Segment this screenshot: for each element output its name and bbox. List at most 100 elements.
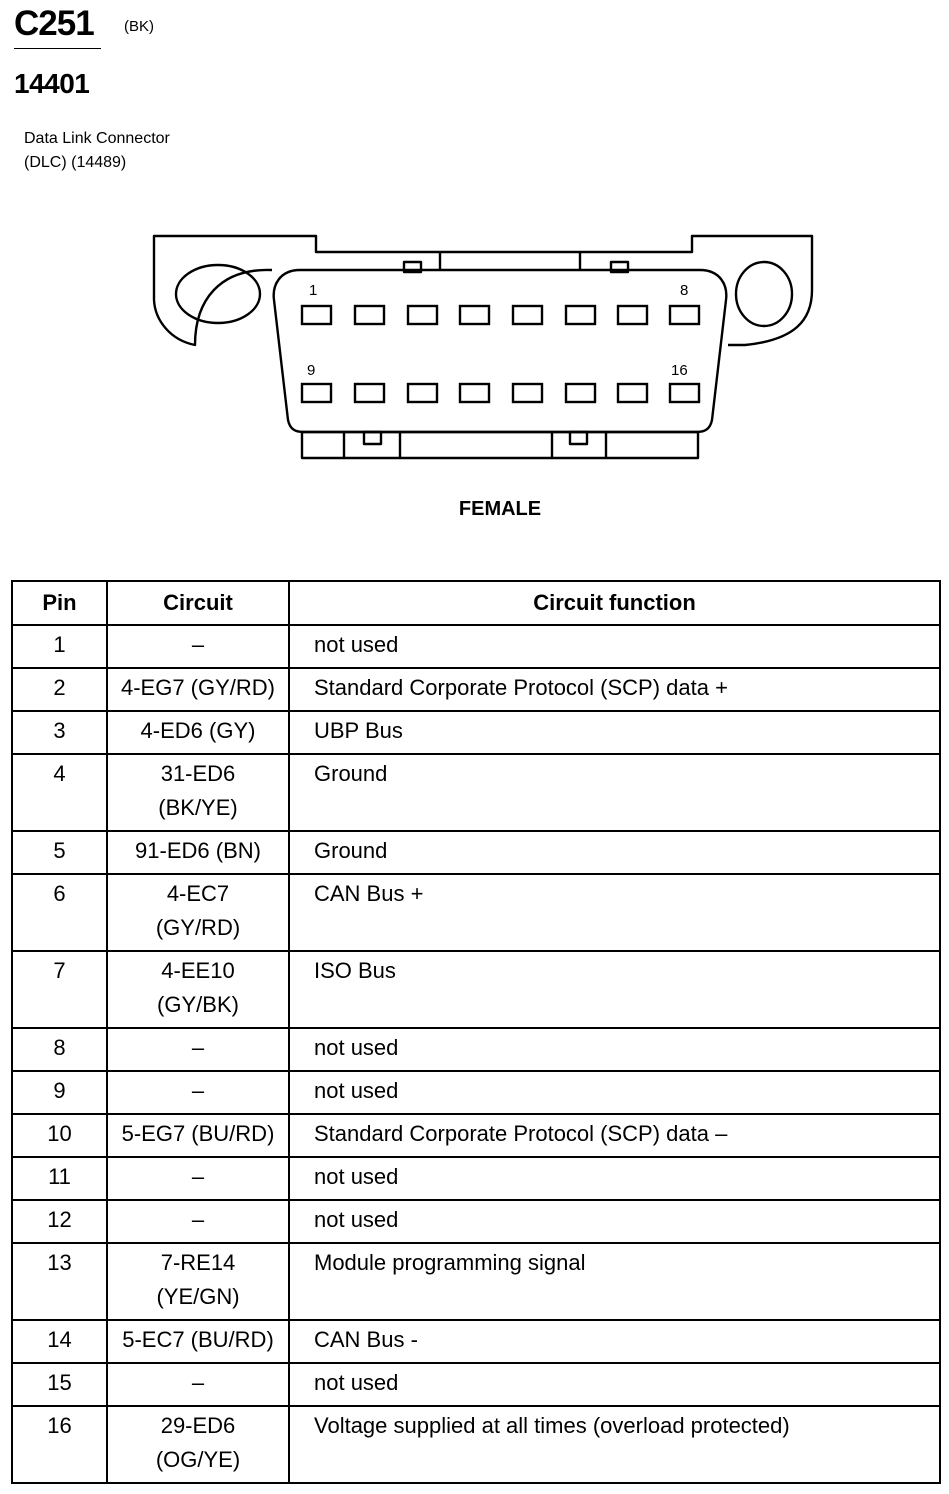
pin-label-1: 1 [309,282,317,299]
header-divider [14,48,101,49]
table-row: 8–not used [11,1027,941,1072]
circuit-line: – [191,1078,205,1103]
cell-pin: 5 [11,830,108,875]
top-key-right [609,260,630,274]
circuit-line: (BK/YE) [158,795,238,820]
header-circuit: Circuit [106,580,290,626]
cell-circuit: – [106,1362,290,1407]
pin-cavity-12 [458,382,491,404]
cell-circuit: 4-EC7 (GY/RD) [106,873,290,952]
cell-circuit: 91-ED6 (BN) [106,830,290,875]
bottom-key-left [362,430,383,446]
top-key-left [402,260,423,274]
circuit-line: (GY/RD) [155,915,241,940]
pin-cavity-14 [564,382,597,404]
pin-cavity-3 [406,304,439,326]
cell-pin: 9 [11,1070,108,1115]
table-header-row: Pin Circuit Circuit function [11,580,941,626]
circuit-line: (GY/BK) [157,992,239,1017]
cell-pin: 13 [11,1242,108,1321]
connector-id: C251 [14,4,95,43]
connector-face-diagram: 1 8 9 16 [152,234,814,460]
circuit-line: – [191,632,205,657]
pin-cavity-10 [353,382,386,404]
circuit-line: 5-EG7 (BU/RD) [121,1121,275,1146]
circuit-line: – [191,1207,205,1232]
cell-function: Ground [288,753,941,832]
cell-circuit: 29-ED6 (OG/YE) [106,1405,290,1484]
circuit-line: – [191,1164,205,1189]
circuit-line: 29-ED6 [160,1413,236,1438]
cell-circuit: 7-RE14(YE/GN) [106,1242,290,1321]
right-mounting-hole [734,260,794,328]
connector-housing [272,268,728,434]
cell-pin: 11 [11,1156,108,1201]
cell-pin: 4 [11,753,108,832]
bottom-key-right [568,430,589,446]
circuit-line: 5-EC7 (BU/RD) [122,1327,274,1352]
cell-circuit: – [106,1027,290,1072]
pin-cavity-5 [511,304,544,326]
circuit-line: 91-ED6 (BN) [135,838,261,863]
cell-circuit: 4-EG7 (GY/RD) [106,667,290,712]
pin-label-8: 8 [680,282,688,299]
cell-function: CAN Bus + [288,873,941,952]
cell-function: not used [288,1199,941,1244]
pin-label-9: 9 [307,362,315,379]
circuit-line: 4-EC7 [166,881,230,906]
cell-pin: 16 [11,1405,108,1484]
cell-circuit: 5-EG7 (BU/RD) [106,1113,290,1158]
cell-pin: 15 [11,1362,108,1407]
left-mounting-hole [174,263,262,325]
cell-function: CAN Bus - [288,1319,941,1364]
cell-circuit: – [106,1156,290,1201]
table-row: 16 29-ED6 (OG/YE) Voltage supplied at all t… [11,1405,941,1484]
pin-cavity-2 [353,304,386,326]
pin-cavity-13 [511,382,544,404]
cell-function: Voltage supplied at all times (overload … [288,1405,941,1484]
cell-pin: 8 [11,1027,108,1072]
table-row: 3 4-ED6 (GY) UBP Bus [11,710,941,755]
cell-function: not used [288,1362,941,1407]
circuit-line: 4-EG7 (GY/RD) [120,675,276,700]
table-row: 15–not used [11,1362,941,1407]
pin-label-16: 16 [671,362,688,379]
cell-pin: 3 [11,710,108,755]
pin-cavity-4 [458,304,491,326]
cell-function: not used [288,1156,941,1201]
circuit-line: (YE/GN) [156,1284,240,1309]
circuit-line: – [191,1035,205,1060]
cell-function: ISO Bus [288,950,941,1029]
cell-pin: 1 [11,624,108,669]
cell-function: UBP Bus [288,710,941,755]
cell-circuit: 5-EC7 (BU/RD) [106,1319,290,1364]
cell-function: Module programming signal [288,1242,941,1321]
pin-cavity-8 [668,304,701,326]
header-pin: Pin [11,580,108,626]
part-number: 14401 [14,68,90,99]
description-line-2: (DLC) (14489) [24,154,127,171]
table-row: 11 – not used [11,1156,941,1201]
cell-function: Standard Corporate Protocol (SCP) data + [288,667,941,712]
pin-cavity-7 [616,304,649,326]
cell-circuit: – [106,624,290,669]
left-mounting-ear [152,234,440,347]
cell-function: not used [288,1070,941,1115]
circuit-line: 4-ED6 (GY) [140,718,256,743]
header-function: Circuit function [288,580,941,626]
pin-cavity-1 [300,304,333,326]
table-row: 12–not used [11,1199,941,1244]
pin-cavity-15 [616,382,649,404]
cell-circuit: 4-ED6 (GY) [106,710,290,755]
cell-circuit: – [106,1070,290,1115]
cell-circuit: 4-EE10(GY/BK) [106,950,290,1029]
circuit-line: (OG/YE) [155,1447,241,1472]
pin-cavity-9 [300,382,333,404]
